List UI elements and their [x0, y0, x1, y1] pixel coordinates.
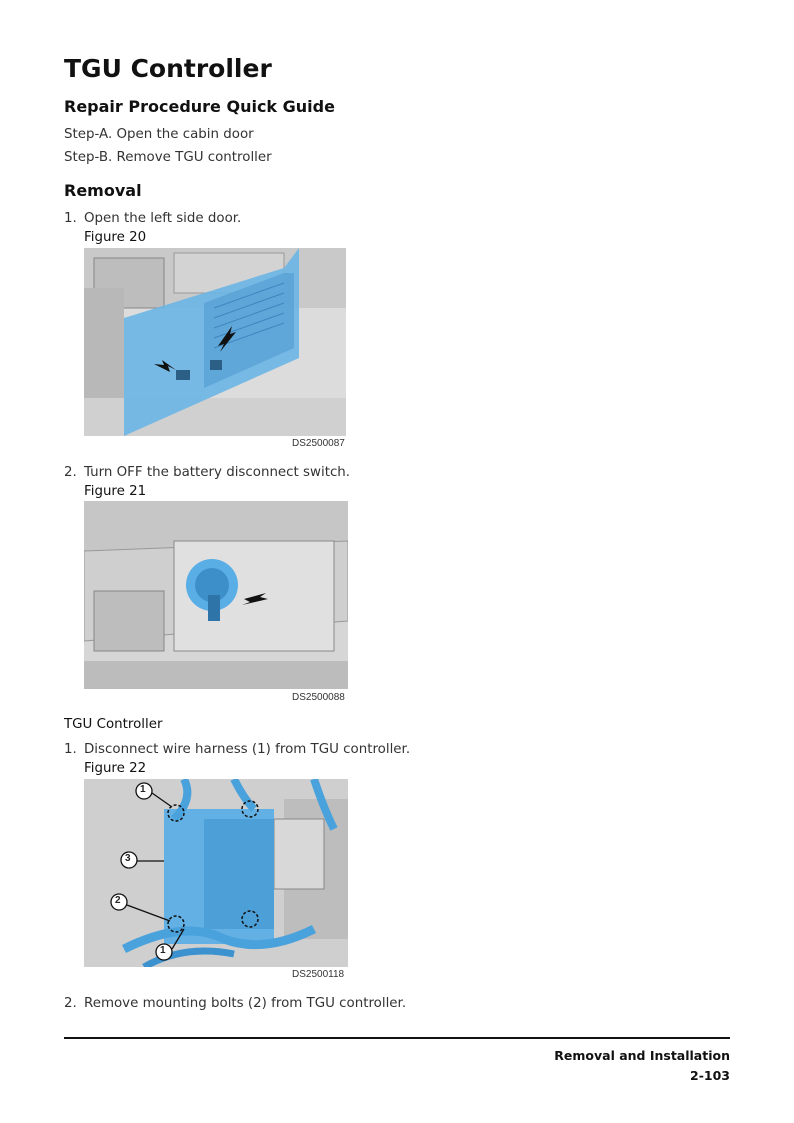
step-text: Open the left side door.	[84, 211, 242, 226]
callout-1-lower: 1	[160, 945, 166, 956]
figure-code: DS2500088	[292, 692, 345, 703]
step-number: 2.	[64, 465, 77, 480]
figure-label: Figure 22	[84, 761, 147, 776]
footer-rule	[64, 1037, 730, 1039]
step-number: 1.	[64, 742, 77, 757]
callout-3: 3	[125, 853, 131, 864]
quick-guide-step-a: Step-A. Open the cabin door	[64, 127, 254, 142]
figure-20-image	[84, 248, 346, 436]
figure-22-image: 1 3 2 1	[84, 779, 348, 967]
step-number: 1.	[64, 211, 77, 226]
figure-code: DS2500087	[292, 438, 345, 449]
quick-guide-heading: Repair Procedure Quick Guide	[64, 97, 335, 116]
footer-section: Removal and Installation	[554, 1048, 730, 1063]
removal-heading: Removal	[64, 181, 142, 200]
figure-label: Figure 20	[84, 230, 147, 245]
callout-2: 2	[115, 895, 121, 906]
callout-1: 1	[140, 784, 146, 795]
quick-guide-step-b: Step-B. Remove TGU controller	[64, 150, 272, 165]
step-text: Remove mounting bolts (2) from TGU contr…	[84, 996, 407, 1011]
step-text: Turn OFF the battery disconnect switch.	[84, 465, 351, 480]
step-number: 2.	[64, 996, 77, 1011]
tgu-section-heading: TGU Controller	[64, 717, 163, 732]
step-text: Disconnect wire harness (1) from TGU con…	[84, 742, 411, 757]
page-number: 2-103	[690, 1068, 730, 1083]
page-title: TGU Controller	[64, 54, 272, 83]
figure-21-image	[84, 501, 348, 689]
figure-code: DS2500118	[292, 969, 345, 980]
figure-label: Figure 21	[84, 484, 147, 499]
